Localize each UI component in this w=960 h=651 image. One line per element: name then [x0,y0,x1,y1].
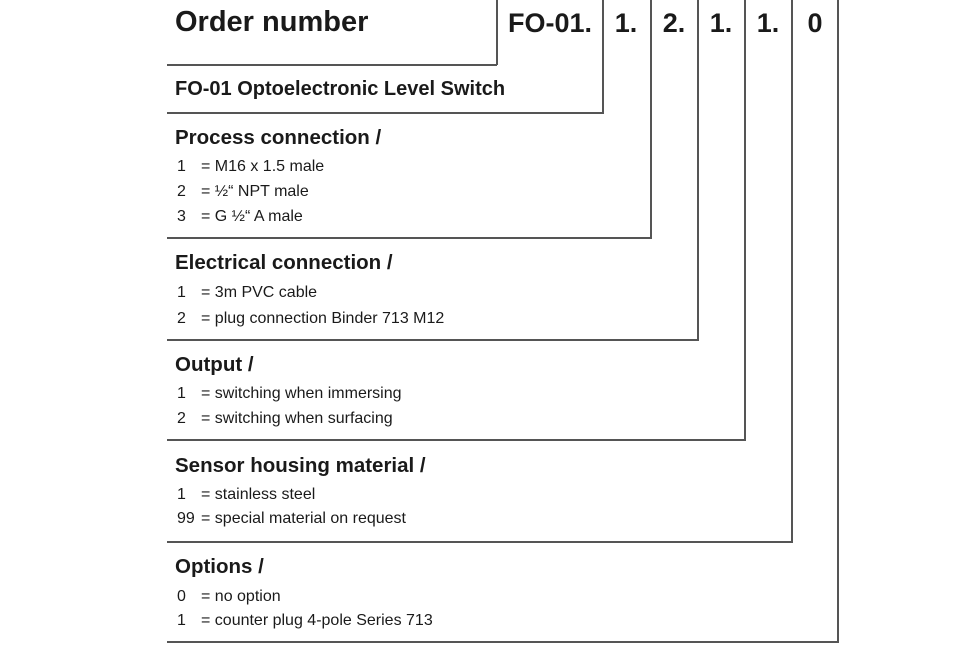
option-row: 1 = switching when immersing [177,385,402,403]
bracket-vline-fo01 [602,0,604,114]
bracket-vline-electrical [697,0,699,341]
section-title-output: Output / [175,353,254,376]
option-code: 1 [177,284,186,301]
option-description: = no option [201,588,281,605]
section-title-process-connection: Process connection / [175,126,382,149]
bracket-hline-options [167,641,839,643]
option-row: 2 = switching when surfacing [177,410,393,428]
option-row: 1 = counter plug 4-pole Series 713 [177,612,433,630]
option-row: 1 = stainless steel [177,486,315,504]
section-title-electrical-connection: Electrical connection / [175,251,393,274]
option-code: 2 [177,410,186,427]
option-row: 2 = plug connection Binder 713 M12 [177,310,444,328]
bracket-vline-options [837,0,839,643]
option-description: = switching when surfacing [201,410,393,427]
option-row: 1 = 3m PVC cable [177,284,317,302]
header-underline [167,64,497,66]
order-number-title: Order number [175,6,369,38]
option-code: 0 [177,588,186,605]
section-title-options: Options / [175,555,264,578]
option-row: 99 = special material on request [177,510,406,528]
option-description: = stainless steel [201,486,316,503]
bracket-vline-output [744,0,746,441]
bracket-hline-product [167,112,604,114]
code-segment-options: 0 [807,8,823,38]
option-description: = M16 x 1.5 male [201,158,325,175]
bracket-hline-process [167,237,652,239]
option-description: = counter plug 4-pole Series 713 [201,612,433,629]
option-description: = 3m PVC cable [201,284,318,301]
code-segment-base: FO-01. [507,8,593,38]
option-code: 1 [177,158,186,175]
option-row: 0 = no option [177,588,281,606]
header-title-divider [496,0,498,65]
option-row: 1 = M16 x 1.5 male [177,158,324,176]
bracket-vline-material [791,0,793,543]
option-description: = ½“ NPT male [201,183,309,200]
option-code: 1 [177,486,186,503]
code-segment-process: 1. [614,8,638,38]
option-description: = G ½“ A male [201,208,303,225]
bracket-hline-material [167,541,793,543]
option-code: 1 [177,385,186,402]
option-code: 2 [177,310,186,327]
option-code: 2 [177,183,186,200]
option-description: = switching when immersing [201,385,402,402]
bracket-hline-electrical [167,339,699,341]
option-description: = plug connection Binder 713 M12 [201,310,445,327]
bracket-vline-process [650,0,652,239]
option-row: 3 = G ½“ A male [177,208,303,226]
option-code: 3 [177,208,186,225]
bracket-hline-output [167,439,746,441]
product-name: FO-01 Optoelectronic Level Switch [175,78,506,100]
section-title-sensor-housing-material: Sensor housing material / [175,454,426,477]
code-segment-material: 1. [756,8,780,38]
option-description: = special material on request [201,510,406,527]
option-row: 2 = ½“ NPT male [177,183,309,201]
code-segment-output: 1. [709,8,733,38]
option-code: 1 [177,612,186,629]
code-segment-electrical: 2. [662,8,686,38]
option-code: 99 [177,510,195,527]
